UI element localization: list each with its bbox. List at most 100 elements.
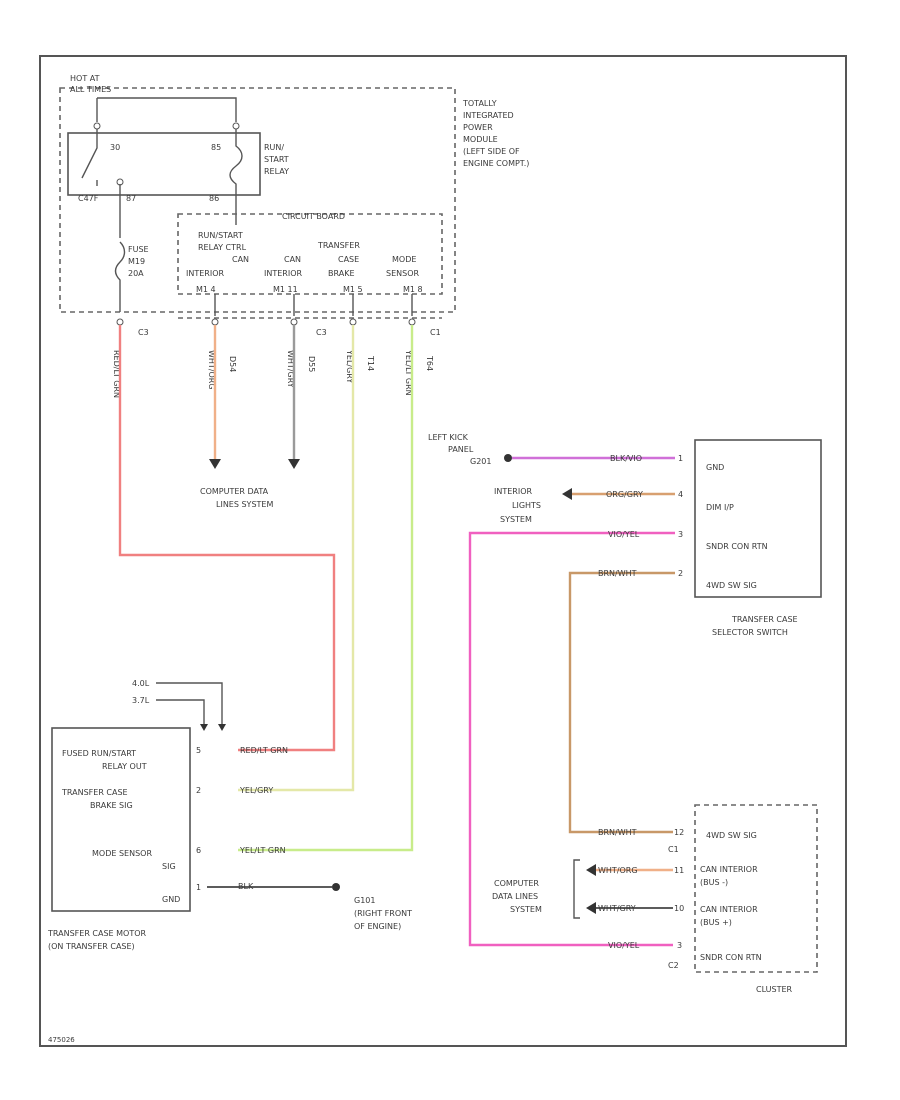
tipm-title-line-3: POWER	[463, 123, 493, 132]
relay-coil	[229, 129, 243, 195]
selector-wire-4: BRN/WHT	[598, 569, 637, 578]
wire-label-wht-gry: WHT/GRY	[286, 350, 295, 388]
left-kick-label-2: PANEL	[448, 445, 474, 454]
motor-label-3a: MODE SENSOR	[92, 849, 152, 858]
fuse-label-2: M19	[128, 257, 145, 266]
motor-title-2: (ON TRANSFER CASE)	[48, 942, 135, 951]
g101-ground	[332, 883, 340, 891]
wire-red-ltgrn	[118, 325, 336, 752]
interior-label-1: INTERIOR	[494, 487, 533, 496]
engine-3-7l: 3.7L	[132, 696, 150, 705]
signal-1-pin: M1 4	[196, 285, 216, 294]
tipm-title-line-6: ENGINE COMPT.)	[463, 159, 529, 168]
cluster-label-sndr: SNDR CON RTN	[700, 953, 762, 962]
connector-c3-left: C3	[138, 328, 149, 337]
motor-label-1b: RELAY OUT	[102, 762, 147, 771]
tipm-dashed-border	[59, 87, 456, 313]
run-start-relay	[67, 132, 261, 196]
wire-label-yel-gry: YEL/GRY	[345, 349, 354, 383]
tipm-title-line-4: MODULE	[463, 135, 498, 144]
motor-pin-5: 5	[196, 746, 201, 755]
tipm-wire-labels: RED/LT GRN WHT/ORG WHT/GRY YEL/GRY YEL/L…	[112, 349, 434, 398]
selector-label-dim: DIM I/P	[706, 503, 734, 512]
motor-title-1: TRANSFER CASE MOTOR	[47, 929, 147, 938]
left-kick-label-3: G201	[470, 457, 491, 466]
selector-label-sndr: SNDR CON RTN	[706, 542, 768, 551]
cluster-label-can2b: (BUS +)	[700, 918, 732, 927]
tipm-title-line-1: TOTALLY	[462, 99, 497, 108]
interior-label-2: LIGHTS	[512, 501, 541, 510]
signal-1-line-1: RUN/START	[198, 231, 243, 240]
signal-4-pin: M1 5	[343, 285, 363, 294]
selector-pin-1: 1	[678, 454, 683, 463]
cluster-wire-1: BRN/WHT	[598, 828, 637, 837]
relay-name-3: RELAY	[264, 167, 289, 176]
relay-pin-30: 30	[110, 143, 120, 152]
motor-pin-6: 6	[196, 846, 201, 855]
left-kick-label-1: LEFT KICK	[428, 433, 469, 442]
cluster-computer-1: COMPUTER	[494, 879, 539, 888]
cluster-connector-c2: C2	[668, 961, 679, 970]
cluster-computer-2: DATA LINES	[492, 892, 538, 901]
wire-label-red-ltgrn: RED/LT GRN	[112, 350, 121, 398]
computer-data-label-2: LINES SYSTEM	[216, 500, 273, 509]
computer-data-lines-tipm: COMPUTER DATA LINES SYSTEM	[200, 459, 300, 509]
signal-1-line-2: RELAY CTRL	[198, 243, 247, 252]
cluster-pin-12: 12	[674, 828, 684, 837]
signal-2-line-2: INTERIOR	[186, 269, 225, 278]
cluster-dashed-border	[694, 804, 818, 973]
all-times-label: ALL TIMES	[70, 85, 111, 94]
cluster-wire-3: WHT/GRY	[598, 904, 636, 913]
tipm-module: HOT AT ALL TIMES TOTALLY INTEGRATED POWE…	[59, 74, 529, 337]
cluster-label-4wd: 4WD SW SIG	[706, 831, 757, 840]
selector-pin-3: 3	[678, 530, 683, 539]
motor-box	[51, 727, 191, 912]
motor-wire-3: YEL/LT GRN	[239, 846, 286, 855]
cluster-connector-c1: C1	[668, 845, 679, 854]
wires	[118, 325, 675, 947]
cluster-computer-3: SYSTEM	[510, 905, 542, 914]
wire-yel-ltgrn	[238, 325, 414, 852]
ground-label-3: OF ENGINE)	[354, 922, 401, 931]
selector-pin-2: 2	[678, 569, 683, 578]
engine-option-leads	[156, 682, 223, 724]
motor-label-3b: SIG	[162, 862, 176, 871]
selector-label-gnd: GND	[706, 463, 724, 472]
motor-wire-1: RED/LT GRN	[240, 746, 288, 755]
circuit-d54: D54	[228, 356, 237, 372]
wire-label-yel-ltgrn: YEL/LT GRN	[404, 349, 413, 396]
relay-pin-85: 85	[211, 143, 221, 152]
selector-title-2: SELECTOR SWITCH	[712, 628, 788, 637]
connector-c3-mid: C3	[316, 328, 327, 337]
cluster-pin-3: 3	[677, 941, 682, 950]
wire-yel-gry	[238, 325, 355, 792]
motor-label-2b: BRAKE SIG	[90, 801, 133, 810]
selector-wire-3: VIO/YEL	[608, 530, 640, 539]
motor-pin-2: 2	[196, 786, 201, 795]
tipm-title-line-2: INTEGRATED	[463, 111, 514, 120]
transfer-case-motor: 4.0L 3.7L FUSED RUN/START RELAY OUT TRAN…	[47, 679, 412, 951]
signal-4-line-2: CASE	[338, 255, 359, 264]
circuit-board-label: CIRCUIT BOARD	[282, 212, 345, 221]
fuse-label-1: FUSE	[128, 245, 149, 254]
motor-label-1a: FUSED RUN/START	[62, 749, 136, 758]
selector-wire-2: ORG/GRY	[606, 490, 643, 499]
relay-name-2: START	[264, 155, 289, 164]
motor-pin-1: 1	[196, 883, 201, 892]
instrument-cluster: BRN/WHT WHT/ORG WHT/GRY VIO/YEL 12 11 10…	[492, 804, 818, 994]
tipm-title-line-5: (LEFT SIDE OF	[463, 147, 520, 156]
circuit-t14: T14	[366, 355, 375, 371]
hot-at-label: HOT AT	[70, 74, 100, 83]
cluster-pin-10: 10	[674, 904, 684, 913]
selector-title-1: TRANSFER CASE	[731, 615, 798, 624]
fuse-label-3: 20A	[128, 269, 144, 278]
motor-wire-2: YEL/GRY	[239, 786, 273, 795]
diagram-frame	[39, 55, 847, 1047]
selector-wire-1: BLK/VIO	[610, 454, 642, 463]
signal-4-line-3: BRAKE	[328, 269, 355, 278]
ground-label-2: (RIGHT FRONT	[354, 909, 412, 918]
arrow-tip-d55	[288, 459, 300, 469]
circuit-board-box	[177, 213, 443, 295]
connector-c1-right: C1	[430, 328, 441, 337]
motor-label-2a: TRANSFER CASE	[61, 788, 128, 797]
